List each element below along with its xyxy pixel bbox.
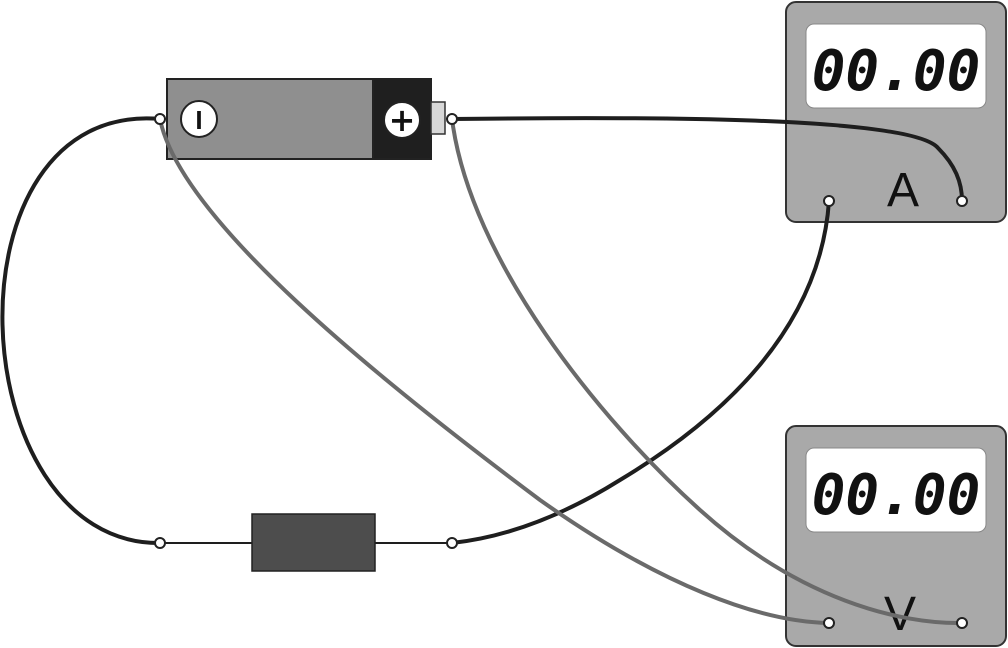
- wire-battery-positive-to-voltmeter: [450, 117, 964, 626]
- battery-negative-symbol-circle: [180, 100, 218, 138]
- resistor-body: [251, 513, 376, 572]
- wire-battery-negative-to-resistor: [0, 116, 162, 546]
- ammeter-unit-label: A: [887, 164, 919, 217]
- ammeter-display: [805, 23, 987, 109]
- ammeter-terminal-right: [956, 195, 968, 207]
- battery-negative-terminal: [154, 113, 166, 125]
- terminals: [154, 113, 968, 629]
- resistor-terminal-left: [154, 537, 166, 549]
- voltmeter-reading: 00.00: [812, 463, 981, 528]
- battery-positive-symbol: +: [389, 101, 416, 139]
- voltmeter-display: [805, 447, 987, 533]
- wire-ammeter-to-resistor: [450, 199, 831, 545]
- battery-positive-symbol-circle: [383, 101, 421, 139]
- resistor: [160, 513, 452, 572]
- voltmeter-terminal-left: [823, 617, 835, 629]
- battery-negative-symbol: I: [195, 105, 202, 135]
- battery-positive-nub: [430, 101, 446, 135]
- battery-positive-terminal: [446, 113, 458, 125]
- voltmeter-terminal-right: [956, 617, 968, 629]
- battery: I +: [166, 78, 446, 160]
- ammeter: 00.00 A: [785, 1, 1007, 223]
- ammeter-reading: 00.00: [812, 39, 981, 104]
- wire-battery-negative-to-voltmeter: [158, 117, 831, 625]
- ammeter-terminal-left: [823, 195, 835, 207]
- resistor-terminal-right: [446, 537, 458, 549]
- wires: [0, 116, 964, 626]
- wire-battery-positive-to-ammeter: [450, 116, 964, 203]
- voltmeter: 00.00 V: [785, 425, 1007, 647]
